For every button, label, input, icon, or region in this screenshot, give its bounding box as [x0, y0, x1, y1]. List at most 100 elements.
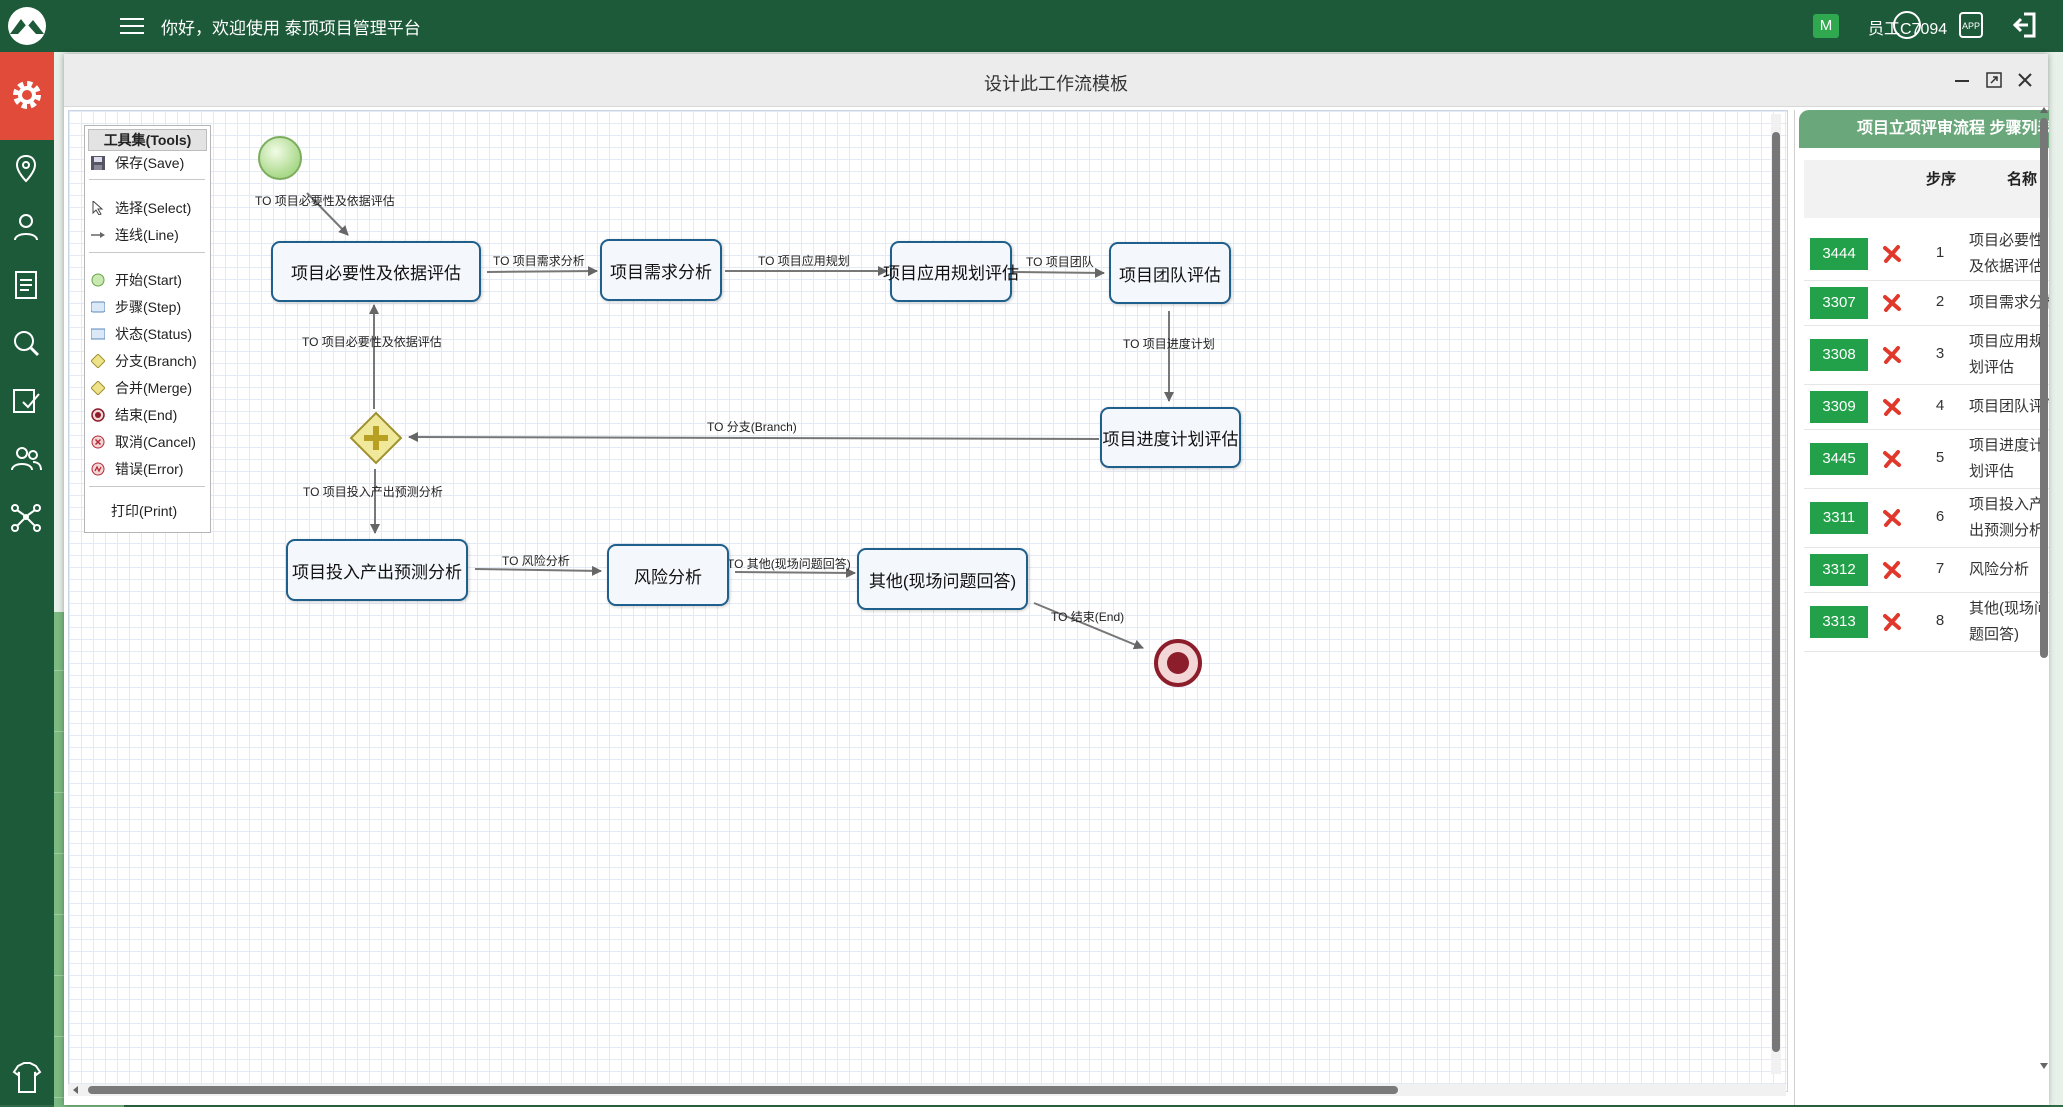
step-name: 其他(现场问题回答): [1969, 600, 2049, 643]
m-badge[interactable]: M: [1813, 14, 1839, 38]
workflow-step-node[interactable]: 其他(现场问题回答): [857, 548, 1028, 610]
table-row[interactable]: 3313 8 其他(现场问题回答): [1804, 593, 2049, 652]
edge-label: TO 项目投入产出预测分析: [303, 485, 443, 499]
branch-node[interactable]: [348, 410, 404, 466]
step-seq: 7: [1935, 560, 1945, 577]
edge-start-to-n1[interactable]: [306, 192, 349, 236]
start-node[interactable]: [255, 133, 305, 183]
table-row[interactable]: 3311 6 项目投入产出预测分析: [1804, 489, 2049, 548]
step-name: 项目必要性及依据评估: [1969, 232, 2045, 275]
delete-x-icon[interactable]: [1882, 293, 1902, 313]
step-id-button[interactable]: 3308: [1810, 339, 1868, 371]
team-icon[interactable]: [9, 442, 43, 476]
scroll-down-icon[interactable]: [2039, 1062, 2049, 1070]
connector-layer: [306, 192, 1174, 650]
workflow-step-node[interactable]: 项目应用规划评估: [883, 241, 1019, 302]
delete-x-icon[interactable]: [1882, 560, 1902, 580]
column-seq: 步序: [1926, 171, 1957, 188]
delete-x-icon[interactable]: [1882, 449, 1902, 469]
logout-icon[interactable]: [2010, 10, 2040, 40]
scroll-up-icon[interactable]: [2039, 106, 2049, 114]
start-circle-icon: [91, 273, 105, 287]
step-id-button[interactable]: 3444: [1810, 238, 1868, 270]
workflow-step-node[interactable]: 项目必要性及依据评估: [271, 241, 481, 302]
step-seq: 5: [1935, 449, 1945, 466]
step-id-button[interactable]: 3309: [1810, 391, 1868, 423]
top-bar: 你好，欢迎使用 泰顶项目管理平台 M 员工C7094 APP: [0, 0, 2063, 52]
save-icon: [91, 156, 105, 170]
table-row[interactable]: 3309 4 项目团队评估: [1804, 385, 2049, 430]
step-list-scrollbar[interactable]: [2038, 107, 2050, 1080]
mountain-logo-icon[interactable]: [4, 6, 50, 46]
column-name: 名称: [2007, 171, 2038, 188]
step-name: 项目进度计划评估: [1969, 437, 2045, 480]
delete-x-icon[interactable]: [1882, 345, 1902, 365]
delete-x-icon[interactable]: [1882, 397, 1902, 417]
arrow-line-icon: [91, 232, 105, 238]
edge-n7-to-n8[interactable]: [734, 567, 856, 578]
edge-n1-to-n2[interactable]: [486, 266, 598, 277]
user-circle-icon: [1893, 11, 1921, 39]
step-list-header: 项目立项评审流程 步骤列表: [1799, 110, 2049, 148]
edge-label: TO 项目进度计划: [1123, 337, 1215, 351]
location-pin-icon[interactable]: [9, 152, 43, 186]
edge-label: TO 分支(Branch): [707, 420, 797, 434]
edge-label: TO 项目团队: [1026, 255, 1094, 269]
edge-n5-to-branch[interactable]: [408, 432, 1100, 443]
left-rail: [0, 52, 54, 1105]
close-icon[interactable]: [2016, 71, 2034, 89]
step-id-button[interactable]: 3311: [1810, 502, 1868, 534]
table-row[interactable]: 3308 3 项目应用规划评估: [1804, 326, 2049, 385]
step-seq: 4: [1935, 397, 1945, 414]
table-row[interactable]: 3307 2 项目需求分析: [1804, 281, 2049, 326]
step-name: 风险分析: [1969, 561, 2030, 578]
settings-tile[interactable]: [0, 52, 54, 140]
workflow-step-node[interactable]: 项目投入产出预测分析: [286, 539, 468, 601]
table-row[interactable]: 3445 5 项目进度计划评估: [1804, 430, 2049, 489]
step-name: 项目需求分析: [1969, 294, 2049, 311]
edge-n3-to-n4[interactable]: [1012, 267, 1105, 278]
edge-n6-to-n7[interactable]: [474, 565, 602, 576]
delete-x-icon[interactable]: [1882, 508, 1902, 528]
step-id-button[interactable]: 3445: [1810, 443, 1868, 475]
end-node[interactable]: [1152, 637, 1204, 689]
canvas-horizontal-scrollbar[interactable]: [68, 1084, 1786, 1096]
step-id-button[interactable]: 3312: [1810, 554, 1868, 586]
workflow-network-icon[interactable]: [9, 500, 43, 534]
step-id-button[interactable]: 3307: [1810, 287, 1868, 319]
checklist-icon[interactable]: [9, 384, 43, 418]
maximize-icon[interactable]: [1985, 71, 2003, 89]
document-icon[interactable]: [9, 268, 43, 302]
edge-label: TO 项目需求分析: [493, 254, 585, 268]
workflow-step-node[interactable]: 项目进度计划评估: [1100, 407, 1241, 468]
edge-label: TO 其他(现场问题回答): [727, 557, 851, 571]
step-name: 项目应用规划评估: [1969, 333, 2045, 376]
user-icon[interactable]: [9, 210, 43, 244]
hamburger-menu-icon[interactable]: [118, 14, 146, 38]
canvas-vertical-scrollbar[interactable]: [1771, 114, 1781, 1074]
search-icon[interactable]: [9, 326, 43, 360]
minimize-icon[interactable]: [1953, 71, 1971, 89]
edge-label: TO 项目应用规划: [758, 254, 850, 268]
end-circle-icon: [91, 408, 105, 422]
workflow-step-node[interactable]: 项目团队评估: [1109, 242, 1231, 304]
delete-x-icon[interactable]: [1882, 244, 1902, 264]
app-label: APP: [1962, 21, 1980, 31]
shirt-icon[interactable]: [0, 1052, 54, 1105]
workflow-step-node[interactable]: 项目需求分析: [600, 239, 722, 301]
step-seq: 3: [1935, 345, 1945, 362]
step-seq: 6: [1935, 508, 1945, 525]
workflow-step-node[interactable]: 风险分析: [607, 544, 729, 606]
scroll-left-icon[interactable]: [71, 1085, 81, 1095]
table-row[interactable]: 3312 7 风险分析: [1804, 548, 2049, 593]
step-id-button[interactable]: 3313: [1810, 606, 1868, 638]
modal-title: 设计此工作流模板: [984, 74, 1128, 94]
workflow-canvas[interactable]: TO 项目必要性及依据评估 TO 项目需求分析 TO 项目应用规划 TO 项目团…: [68, 110, 1788, 1092]
edge-n8-to-end[interactable]: [1033, 602, 1144, 650]
app-icon[interactable]: APP: [1956, 10, 1986, 40]
tools-panel: 工具集(Tools) 保存(Save) 选择(Select) 连线(Line) …: [84, 125, 211, 533]
gear-icon: [13, 81, 41, 109]
table-row[interactable]: 3444 1 项目必要性及依据评估: [1804, 228, 2049, 281]
edge-label: TO 项目必要性及依据评估: [302, 335, 442, 349]
delete-x-icon[interactable]: [1882, 612, 1902, 632]
